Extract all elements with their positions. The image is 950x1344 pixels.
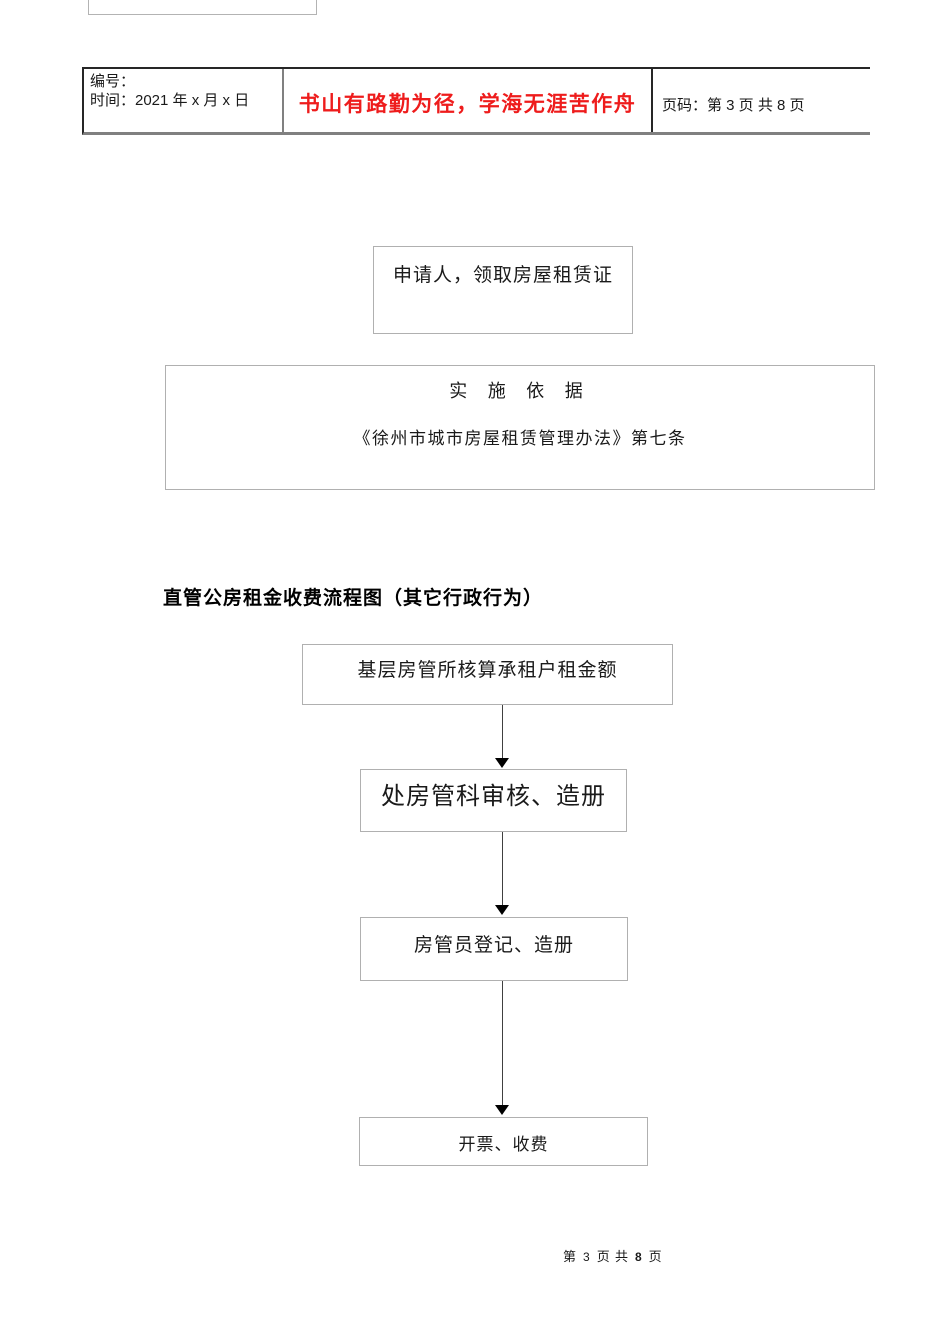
header-motto-cell: 书山有路勤为径，学海无涯苦作舟 [284,69,653,132]
footer-suffix: 页 [648,1249,663,1264]
footer-current-page: 3 [583,1250,591,1264]
flow-step-calc-rent: 基层房管所核算承租户租金额 [302,644,673,705]
arrow-down-icon [495,1105,509,1115]
footer-total-pages: 8 [634,1250,643,1264]
header-page-cell: 页码：第 3 页 共 8 页 [653,69,870,132]
top-partial-box [88,0,317,15]
flow-step-registrar-register: 房管员登记、造册 [360,917,628,981]
doc-number-label: 编号： [90,73,136,90]
flow-step-invoice-charge: 开票、收费 [359,1117,648,1166]
doc-time-label: 时间：2021 年 x 月 x 日 [90,92,250,109]
basis-box: 实 施 依 据 《徐州市城市房屋租赁管理办法》第七条 [165,365,875,490]
flow-step-label: 开票、收费 [458,1135,549,1154]
apply-box: 申请人，领取房屋租赁证 [373,246,633,334]
flow-connector-line [502,705,503,758]
header-table: 编号： 时间：2021 年 x 月 x 日 书山有路勤为径，学海无涯苦作舟 页码… [82,67,870,135]
flow-connector-line [502,981,503,1105]
footer-middle: 页 共 [596,1249,629,1264]
apply-box-text: 申请人，领取房屋租赁证 [392,265,613,286]
basis-title: 实 施 依 据 [449,381,591,401]
flow-step-label: 房管员登记、造册 [413,935,574,956]
page-footer: 第 3 页 共 8 页 [563,1246,663,1265]
flow-connector-line [502,832,503,905]
flow-step-label: 基层房管所核算承租户租金额 [357,660,618,681]
footer-prefix: 第 [563,1249,578,1264]
flow-step-review-register: 处房管科审核、造册 [360,769,627,832]
flow-step-label: 处房管科审核、造册 [381,784,606,810]
basis-content: 《徐州市城市房屋租赁管理办法》第七条 [353,429,687,448]
section-heading: 直管公房租金收费流程图（其它行政行为） [163,588,544,609]
page-info-text: 页码：第 3 页 共 8 页 [662,96,805,114]
header-meta-cell: 编号： 时间：2021 年 x 月 x 日 [84,69,284,132]
arrow-down-icon [495,905,509,915]
motto-text: 书山有路勤为径，学海无涯苦作舟 [298,93,637,116]
arrow-down-icon [495,758,509,768]
